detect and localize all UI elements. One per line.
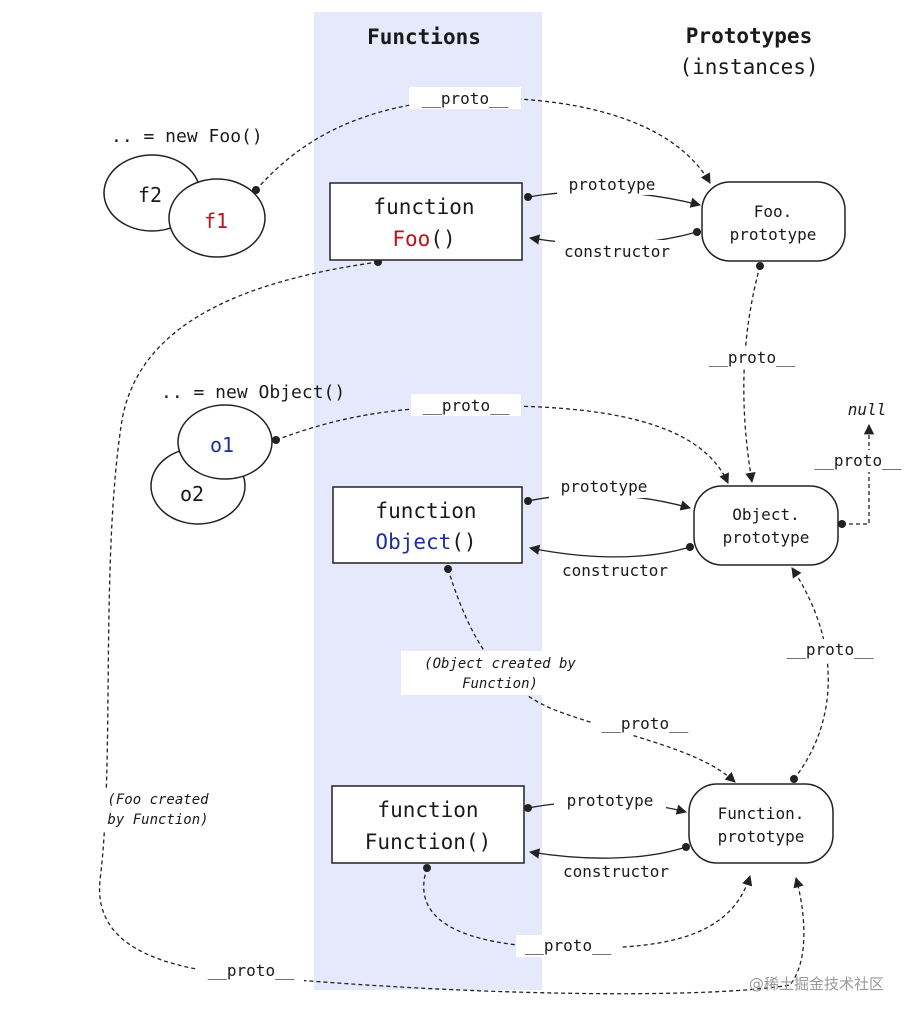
- object-function-box: [332, 486, 523, 564]
- o2-label: o2: [180, 482, 204, 506]
- note-foo-line1: (Foo created: [107, 792, 209, 808]
- proto-label-foo-function: __proto__: [208, 961, 295, 980]
- prototype-label-function: prototype: [567, 791, 654, 810]
- prototypes-subheading: (instances): [679, 55, 818, 79]
- constructor-label-object: constructor: [562, 561, 668, 580]
- foo-prototype-dot: [524, 193, 532, 201]
- object-prototype-null-dot: [838, 520, 846, 528]
- o1-proto-link: [275, 405, 729, 484]
- foo-function-keyword: function: [373, 195, 474, 219]
- object-prototype-line2: prototype: [723, 528, 810, 547]
- foo-prototype-line2: prototype: [730, 225, 817, 244]
- foo-function-proto-link: [98, 261, 805, 995]
- proto-label-function-prototype: __proto__: [787, 640, 874, 659]
- object-prototype-line1: Object.: [732, 505, 799, 524]
- foo-prototype-proto-dot: [756, 262, 764, 270]
- note-object-line1: (Object created by: [424, 656, 576, 672]
- function-prototype-proto-dot: [790, 775, 798, 783]
- f1-instance: [168, 178, 266, 258]
- object-function-keyword: function: [375, 499, 476, 523]
- o1-label: o1: [210, 433, 234, 457]
- object-function-proto-dot: [444, 565, 452, 573]
- function-prototype-line1: Function.: [718, 804, 805, 823]
- foo-constructor-dot: [693, 228, 701, 236]
- proto-label-foo-prototype: __proto__: [709, 348, 796, 367]
- f1-proto-dot: [252, 186, 260, 194]
- f1-label: f1: [204, 209, 228, 233]
- function-constructor-link: [528, 846, 687, 859]
- object-prototype-null-link: [842, 423, 875, 525]
- function-function-keyword: function: [377, 798, 478, 822]
- function-prototype-dot: [524, 804, 532, 812]
- proto-label-function-self: __proto__: [525, 936, 612, 955]
- proto-label-f1: __proto__: [422, 89, 509, 108]
- watermark: @稀土掘金技术社区: [749, 975, 884, 993]
- function-function-name: Function(): [365, 830, 491, 854]
- proto-label-object-prototype: __proto__: [815, 451, 902, 470]
- foo-prototype-proto-link: [743, 265, 761, 484]
- function-constructor-dot: [682, 843, 690, 851]
- f2-label: f2: [138, 183, 162, 207]
- object-function-proto-link: [447, 568, 736, 783]
- note-object-line2: Function): [462, 676, 538, 692]
- object-constructor-link: [528, 544, 691, 558]
- null-label: null: [848, 400, 887, 419]
- foo-prototype-line1: Foo.: [754, 202, 793, 221]
- function-prototype-object: [688, 783, 834, 864]
- new-object-caption: .. = new Object(): [161, 382, 345, 403]
- o1-proto-dot: [272, 436, 280, 444]
- foo-function-box: [329, 182, 523, 261]
- prototypes-heading: Prototypes: [686, 24, 812, 48]
- function-function-box: [331, 785, 525, 864]
- foo-prototype-object: [701, 181, 846, 262]
- constructor-label-foo: constructor: [564, 242, 670, 261]
- function-prototype-line2: prototype: [718, 827, 805, 846]
- new-foo-caption: .. = new Foo(): [111, 126, 263, 147]
- prototype-label-foo: prototype: [569, 175, 656, 194]
- prototype-label-object: prototype: [561, 477, 648, 496]
- proto-label-o1: __proto__: [423, 396, 510, 415]
- object-prototype-object: [693, 485, 839, 566]
- o1-instance: [177, 404, 273, 480]
- object-prototype-dot: [524, 497, 532, 505]
- function-prototype-proto-link: [791, 567, 829, 780]
- note-foo-line2: by Function): [107, 812, 208, 828]
- foo-function-name-line: Foo(): [392, 227, 455, 251]
- object-function-name-line: Object(): [375, 530, 476, 554]
- functions-heading: Functions: [367, 25, 481, 49]
- proto-label-object-function: __proto__: [602, 714, 689, 733]
- function-self-proto-dot: [423, 864, 431, 872]
- object-constructor-dot: [686, 543, 694, 551]
- constructor-label-function: constructor: [563, 862, 669, 881]
